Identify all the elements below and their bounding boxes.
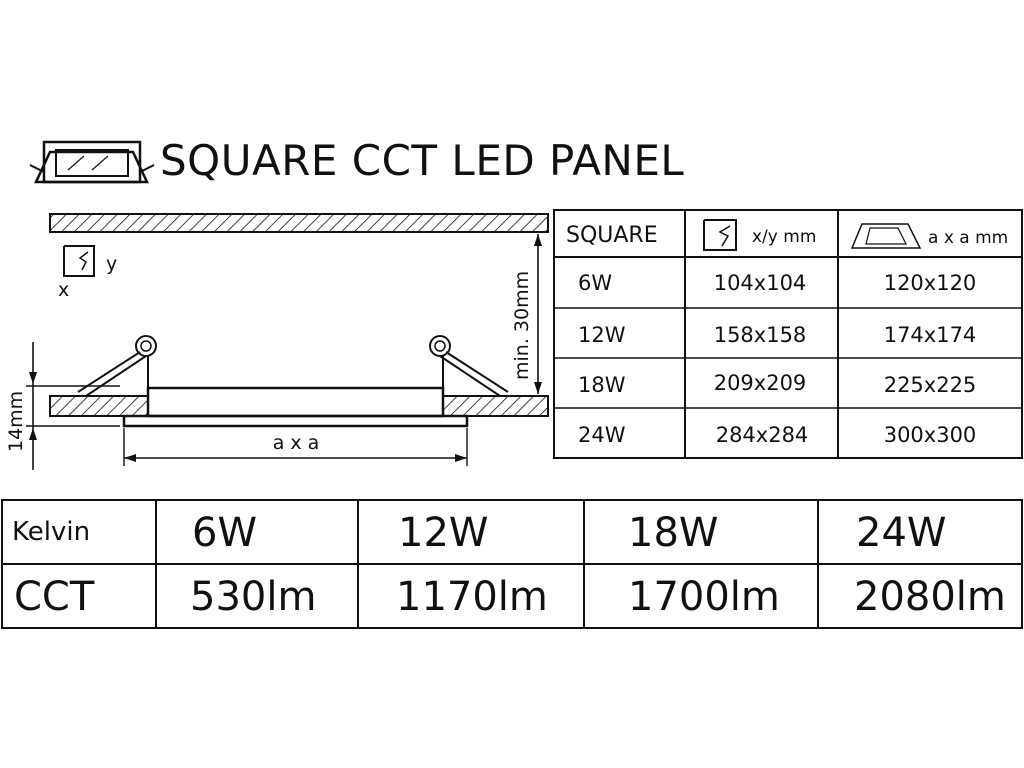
xy-cutout-icon xyxy=(63,245,95,277)
lumen-row-header-cct: CCT xyxy=(14,574,95,620)
panel-front-plate xyxy=(122,414,469,428)
size-row-outer: 225x225 xyxy=(884,373,977,397)
width-dimension-label: a x a xyxy=(273,432,320,454)
cutout-icon xyxy=(703,219,737,251)
size-row-power: 24W xyxy=(578,423,626,447)
height-dimension-label: 14mm xyxy=(5,391,27,452)
panel-logo-icon xyxy=(29,140,155,184)
lumen-col-value: 1700lm xyxy=(628,574,780,620)
panel-body xyxy=(146,386,445,418)
lumen-row-header-kelvin: Kelvin xyxy=(12,517,90,547)
lumen-table: Kelvin CCT 6W 530lm 12W 1170lm 18W 1700l… xyxy=(1,499,1023,629)
panel-outline-icon xyxy=(850,223,922,249)
ceiling-board-left xyxy=(49,395,149,417)
size-row-outer: 300x300 xyxy=(884,423,977,447)
size-table-header-outer: a x a mm xyxy=(928,228,1008,248)
ceiling-slab xyxy=(49,213,549,233)
spring-clip-left xyxy=(77,335,157,397)
size-row-cutout: 158x158 xyxy=(714,323,807,347)
lumen-col-value: 2080lm xyxy=(854,574,1006,620)
lumen-col-power: 12W xyxy=(398,510,488,556)
installation-diagram: y x 14mm min. 30mm a x a xyxy=(5,213,549,470)
size-row-cutout: 104x104 xyxy=(714,271,807,295)
size-table-header-square: SQUARE xyxy=(566,223,658,248)
spring-clip-right xyxy=(429,335,509,397)
lumen-col-value: 1170lm xyxy=(396,574,548,620)
size-row-outer: 120x120 xyxy=(884,271,977,295)
page-title: SQUARE CCT LED PANEL xyxy=(160,136,684,185)
size-row-outer: 174x174 xyxy=(884,323,977,347)
lumen-col-power: 6W xyxy=(192,510,257,556)
axis-y-label: y xyxy=(106,253,117,275)
size-row-power: 12W xyxy=(578,323,626,347)
lumen-col-value: 530lm xyxy=(190,574,316,620)
size-row-cutout: 209x209 xyxy=(714,371,807,395)
size-table-header-cutout: x/y mm xyxy=(752,227,816,247)
size-row-power: 18W xyxy=(578,373,626,397)
depth-dimension-label: min. 30mm xyxy=(511,271,533,380)
lumen-col-power: 18W xyxy=(628,510,718,556)
size-table: SQUARE x/y mm a x a mm 6W 104x104 120x12… xyxy=(553,209,1023,459)
axis-x-label: x xyxy=(58,279,69,301)
lumen-col-power: 24W xyxy=(856,510,946,556)
ceiling-board-right xyxy=(442,395,549,417)
size-row-power: 6W xyxy=(578,271,612,295)
size-row-cutout: 284x284 xyxy=(716,423,809,447)
